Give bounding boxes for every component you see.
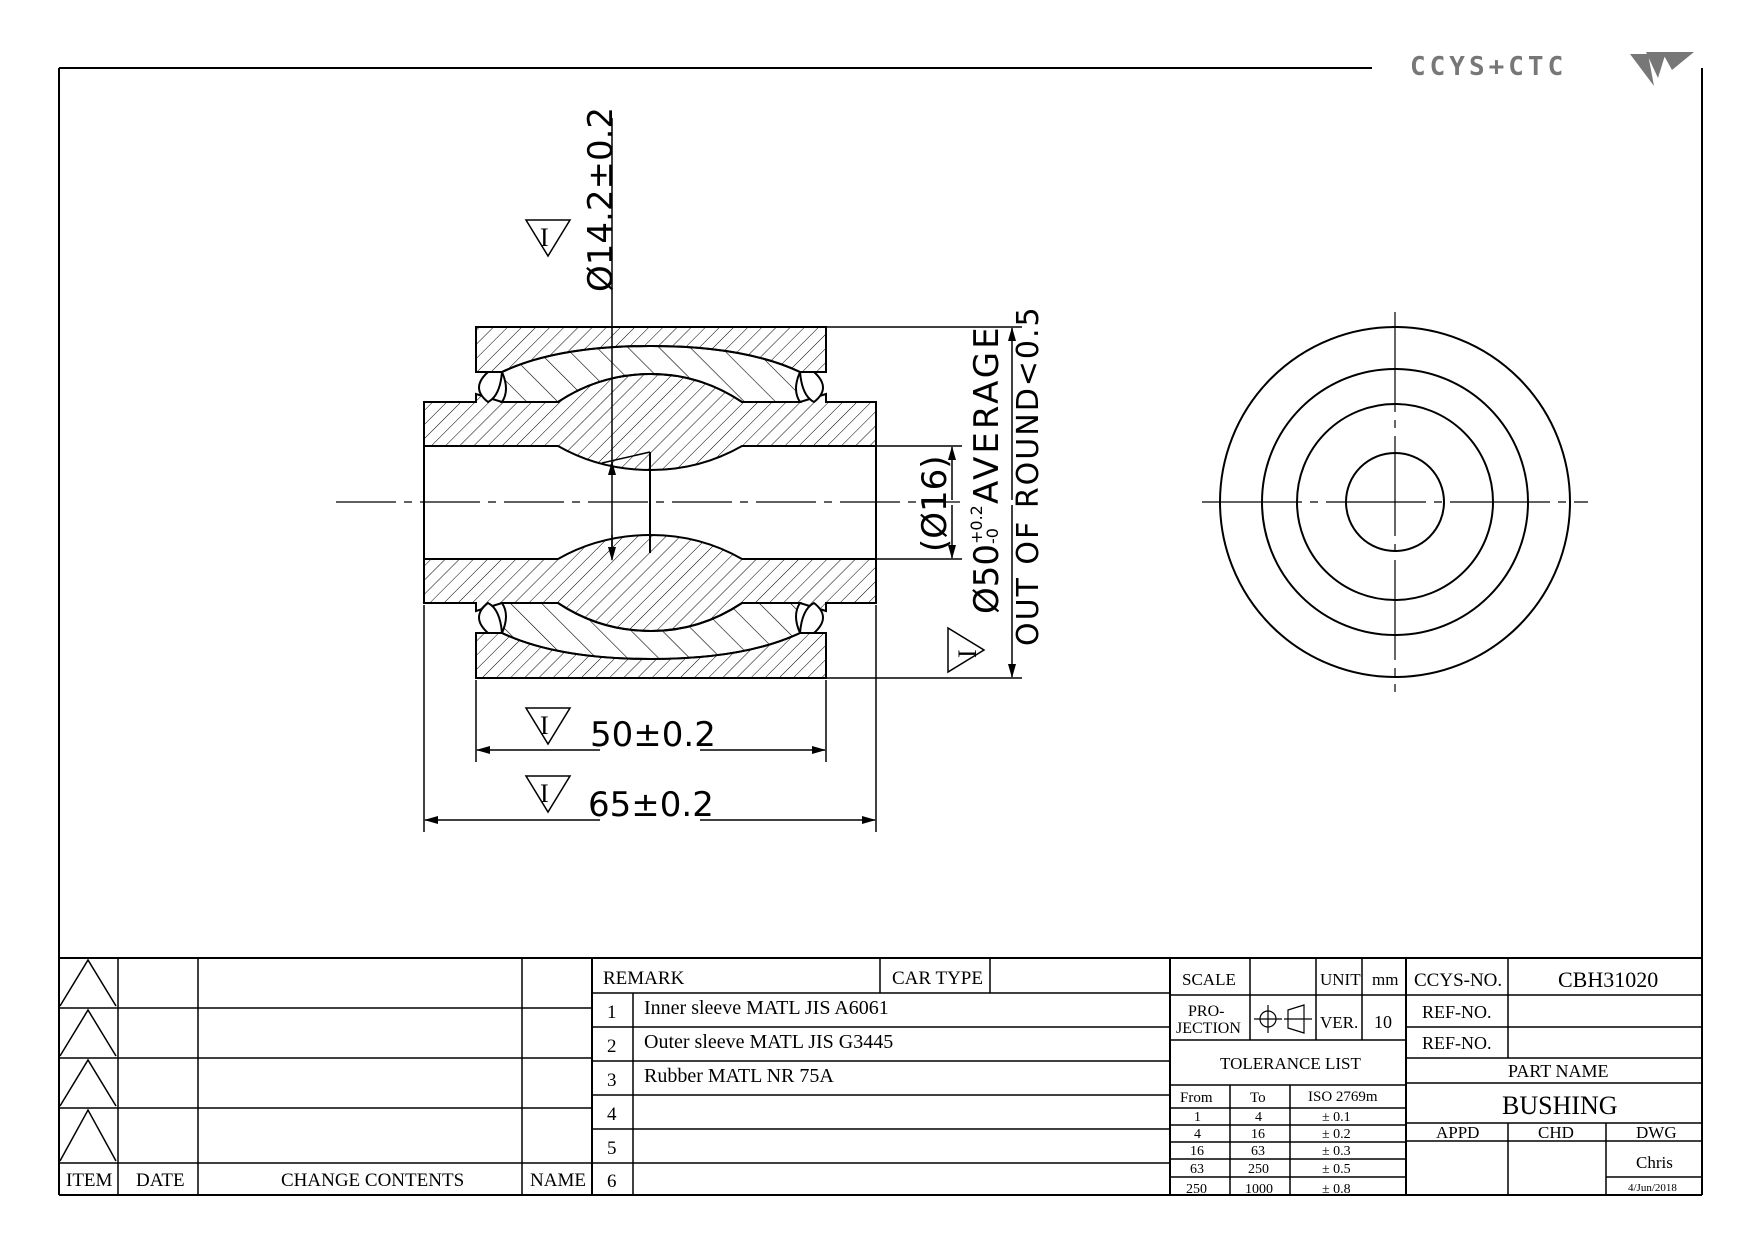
inspection-mark-1: I [524, 219, 572, 258]
remark-num-5: 5 [607, 1138, 617, 1159]
tol-row-2-to: 16 [1251, 1127, 1265, 1142]
dim-inner-dia [601, 118, 651, 561]
title-block [1406, 958, 1702, 1195]
dwg-name: Chris [1636, 1153, 1673, 1172]
scale-label: SCALE [1182, 970, 1236, 989]
remark-table [592, 958, 1171, 1195]
header-change: CHANGE CONTENTS [281, 1170, 464, 1191]
tol-row-4-tol: ± 0.5 [1322, 1162, 1351, 1177]
tol-row-3-tol: ± 0.3 [1322, 1144, 1351, 1159]
tol-row-5-tol: ± 0.8 [1322, 1182, 1351, 1197]
remark-num-1: 1 [607, 1002, 617, 1023]
ccys-no-value: CBH31020 [1558, 967, 1658, 992]
remark-num-3: 3 [607, 1070, 617, 1091]
dim-bore [876, 445, 962, 560]
tol-row-3-from: 16 [1190, 1144, 1204, 1159]
section-view [423, 326, 877, 679]
dim-outer-length-label: 50±0.2 [590, 715, 716, 755]
unit-value: mm [1372, 970, 1398, 989]
tol-row-1-to: 4 [1255, 1110, 1262, 1125]
header-item: ITEM [66, 1170, 113, 1191]
inspection-mark-3: I [524, 707, 572, 746]
logo-emblem-icon [1630, 52, 1694, 86]
remark-text-3: Rubber MATL NR 75A [644, 1065, 834, 1087]
svg-text:+0.2: +0.2 [967, 505, 986, 544]
ref-no-label-1: REF-NO. [1422, 1002, 1492, 1022]
tol-row-5-to: 1000 [1245, 1182, 1273, 1197]
projection-symbol [1254, 1004, 1312, 1034]
part-name-value: BUSHING [1502, 1091, 1618, 1120]
inspection-mark-2: I [947, 626, 986, 674]
sheet-border [58, 67, 1703, 1196]
header-name: NAME [530, 1170, 586, 1191]
tol-row-1-tol: ± 0.1 [1322, 1110, 1351, 1125]
remark-text-2: Outer sleeve MATL JIS G3445 [644, 1031, 893, 1053]
dim-inner-length [423, 605, 877, 832]
svg-text:I: I [540, 779, 549, 808]
svg-text:I: I [540, 711, 549, 740]
tol-row-3-to: 63 [1251, 1144, 1265, 1159]
header-date: DATE [136, 1170, 185, 1191]
tol-row-4-from: 63 [1190, 1162, 1204, 1177]
ccys-no-label: CCYS-NO. [1414, 970, 1502, 991]
svg-text:-0: -0 [983, 528, 1002, 544]
scale-block [1170, 958, 1407, 1195]
dim-bore-label: (Ø16) [915, 455, 955, 552]
tol-row-4-to: 250 [1248, 1162, 1269, 1177]
tol-row-2-from: 4 [1194, 1127, 1201, 1142]
tol-row-5-from: 250 [1186, 1182, 1207, 1197]
tol-header-iso: ISO 2769m [1308, 1089, 1378, 1105]
remark-text-1: Inner sleeve MATL JIS A6061 [644, 997, 889, 1019]
dwg-date: 4/Jun/2018 [1628, 1182, 1677, 1194]
dim-inner-length-label: 65±0.2 [588, 785, 714, 825]
car-type-label: CAR TYPE [892, 968, 983, 989]
svg-text:I: I [953, 649, 982, 658]
svg-text:I: I [540, 223, 549, 252]
svg-text:AVERAGE: AVERAGE [967, 324, 1007, 504]
tol-header-to: To [1250, 1090, 1266, 1106]
projection-label-2: JECTION [1176, 1020, 1241, 1037]
unit-label: UNIT [1320, 970, 1361, 989]
dim-outer-dia [826, 326, 1022, 679]
tolerance-title: TOLERANCE LIST [1220, 1054, 1361, 1073]
dim-outer-dia-label: Ø50 +0.2 -0 AVERAGE [967, 324, 1007, 614]
dim-out-of-round: OUT OF ROUND<0.5 [1011, 305, 1046, 646]
ver-value: 10 [1374, 1012, 1392, 1032]
remark-num-6: 6 [607, 1171, 617, 1192]
revision-table [59, 958, 593, 1195]
tol-row-2-tol: ± 0.2 [1322, 1127, 1351, 1142]
appd-label: APPD [1436, 1123, 1479, 1142]
remark-num-4: 4 [607, 1104, 617, 1125]
remark-label: REMARK [603, 968, 685, 989]
remark-num-2: 2 [607, 1036, 617, 1057]
dwg-label: DWG [1636, 1123, 1677, 1142]
part-name-label: PART NAME [1508, 1061, 1608, 1081]
end-view [1202, 312, 1588, 692]
tol-row-1-from: 1 [1194, 1110, 1201, 1125]
company-logo: CCYS+CTC [1410, 48, 1700, 92]
chd-label: CHD [1538, 1123, 1574, 1142]
ver-label: VER. [1320, 1013, 1358, 1032]
inspection-mark-4: I [524, 775, 572, 814]
tol-header-from: From [1180, 1090, 1213, 1106]
dim-outer-length [475, 680, 827, 762]
ref-no-label-2: REF-NO. [1422, 1033, 1492, 1053]
table-text: ITEM DATE CHANGE CONTENTS NAME REMARK CA… [66, 967, 1677, 1197]
logo-text: CCYS+CTC [1410, 52, 1568, 82]
projection-label-1: PRO- [1188, 1003, 1224, 1020]
dim-inner-dia-label: Ø14.2±0.2 [581, 107, 621, 292]
svg-text:Ø50: Ø50 [967, 544, 1007, 614]
